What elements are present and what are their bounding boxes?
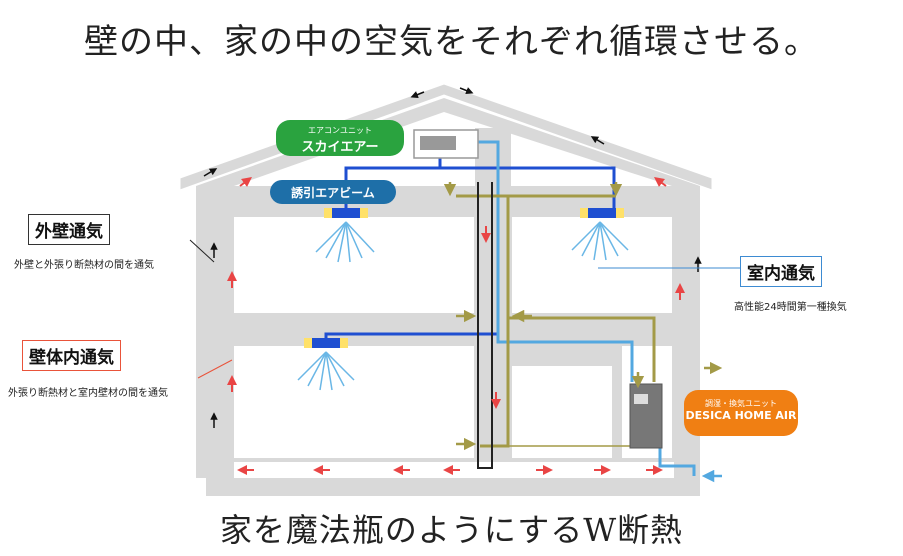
outer-circulation-arrows bbox=[203, 87, 702, 428]
aircon-unit-name: スカイエアー bbox=[301, 140, 379, 155]
aircon-unit-sublabel: エアコンユニット bbox=[308, 126, 372, 135]
desica-unit-label: 調湿・換気ユニット DESICA HOME AIR bbox=[684, 390, 798, 436]
air-beam-label: 誘引エアビーム bbox=[270, 180, 396, 204]
room-2f-right bbox=[512, 217, 672, 313]
footer-title: 家を魔法瓶のようにするW断熱 bbox=[219, 511, 684, 549]
duct-light-out bbox=[658, 448, 696, 476]
duct-light bbox=[478, 140, 634, 382]
desica-unit-name: DESICA HOME AIR bbox=[685, 409, 797, 422]
outer-wall-label: 外壁通気 bbox=[28, 214, 110, 245]
aircon-unit-label: エアコンユニット スカイエアー bbox=[276, 120, 404, 156]
room-1f-left bbox=[234, 346, 474, 458]
leader-inner-wall bbox=[197, 359, 233, 379]
air-beam-name: 誘引エアビーム bbox=[291, 186, 375, 200]
roof-outline bbox=[179, 83, 713, 191]
room-2f-left bbox=[234, 217, 474, 313]
desica-unit-sublabel: 調湿・換気ユニット bbox=[705, 399, 777, 408]
wall-circulation-arrows bbox=[227, 177, 685, 475]
inner-wall-label: 壁体内通気 bbox=[22, 340, 121, 371]
indoor-label: 室内通気 bbox=[740, 256, 822, 287]
desica-unit bbox=[629, 383, 663, 449]
air-spray-2f-right bbox=[571, 221, 629, 261]
outer-wall-caption: 外壁と外張り断熱材の間を通気 bbox=[14, 260, 154, 271]
room-1f-mid bbox=[512, 366, 612, 458]
air-spray-1f bbox=[297, 351, 355, 391]
footing bbox=[206, 478, 698, 496]
olive-arrows bbox=[443, 182, 723, 451]
inner-wall-caption: 外張り断熱材と室内壁材の間を通気 bbox=[8, 388, 168, 399]
page-title: 壁の中、家の中の空気をそれぞれ循環させる。 bbox=[84, 22, 819, 62]
aircon-grille bbox=[420, 136, 456, 150]
air-spray-2f-left bbox=[315, 221, 375, 263]
indoor-caption: 高性能24時間第一種換気 bbox=[734, 302, 847, 313]
leader-outer-wall bbox=[189, 239, 215, 263]
duct-olive-2f bbox=[508, 316, 656, 382]
duct-black bbox=[477, 182, 493, 469]
